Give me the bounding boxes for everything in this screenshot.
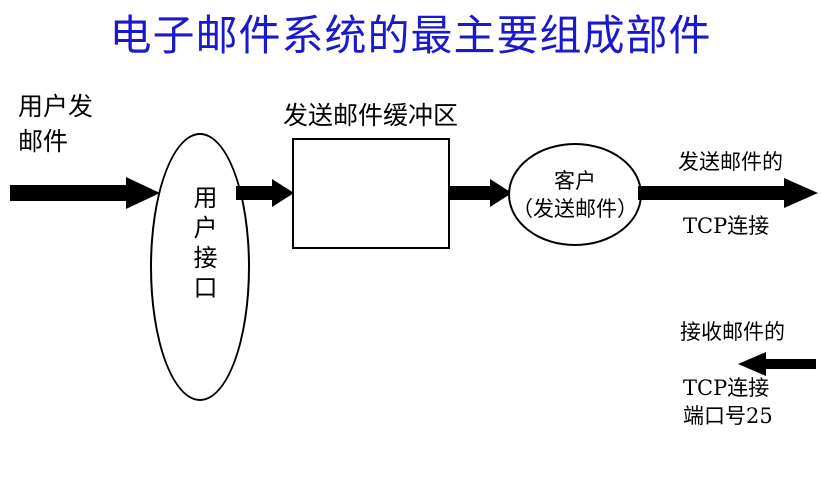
- outgoing-tcp-label-bottom: TCP连接: [683, 214, 770, 238]
- user-send-mail-label-line1: 用户发: [18, 92, 94, 121]
- arrow-outgoing-tcp: [638, 177, 818, 209]
- send-mail-buffer-box: [292, 138, 450, 249]
- outgoing-tcp-label-top: 发送邮件的: [678, 150, 783, 174]
- incoming-tcp-label-top: 接收邮件的: [680, 320, 785, 344]
- client-ellipse-line2: （发送邮件）: [512, 196, 638, 221]
- user-interface-ellipse: [150, 133, 250, 401]
- send-buffer-caption: 发送邮件缓冲区: [283, 101, 459, 130]
- arrow-user-to-interface: [10, 176, 160, 210]
- page-title: 电子邮件系统的最主要组成部件: [109, 11, 712, 60]
- user-send-mail-label-line2: 邮件: [18, 127, 69, 156]
- client-ellipse: 客户 （发送邮件）: [508, 143, 642, 246]
- incoming-tcp-label-bottom-2: 端口号25: [683, 404, 773, 428]
- arrow-buffer-to-client: [448, 178, 512, 208]
- client-ellipse-line1: 客户: [554, 168, 596, 193]
- arrow-incoming-tcp: [738, 351, 816, 377]
- arrow-interface-to-buffer: [236, 178, 294, 208]
- user-interface-ellipse-label: 用户接口: [189, 185, 217, 305]
- incoming-tcp-label-bottom-1: TCP连接: [683, 376, 770, 400]
